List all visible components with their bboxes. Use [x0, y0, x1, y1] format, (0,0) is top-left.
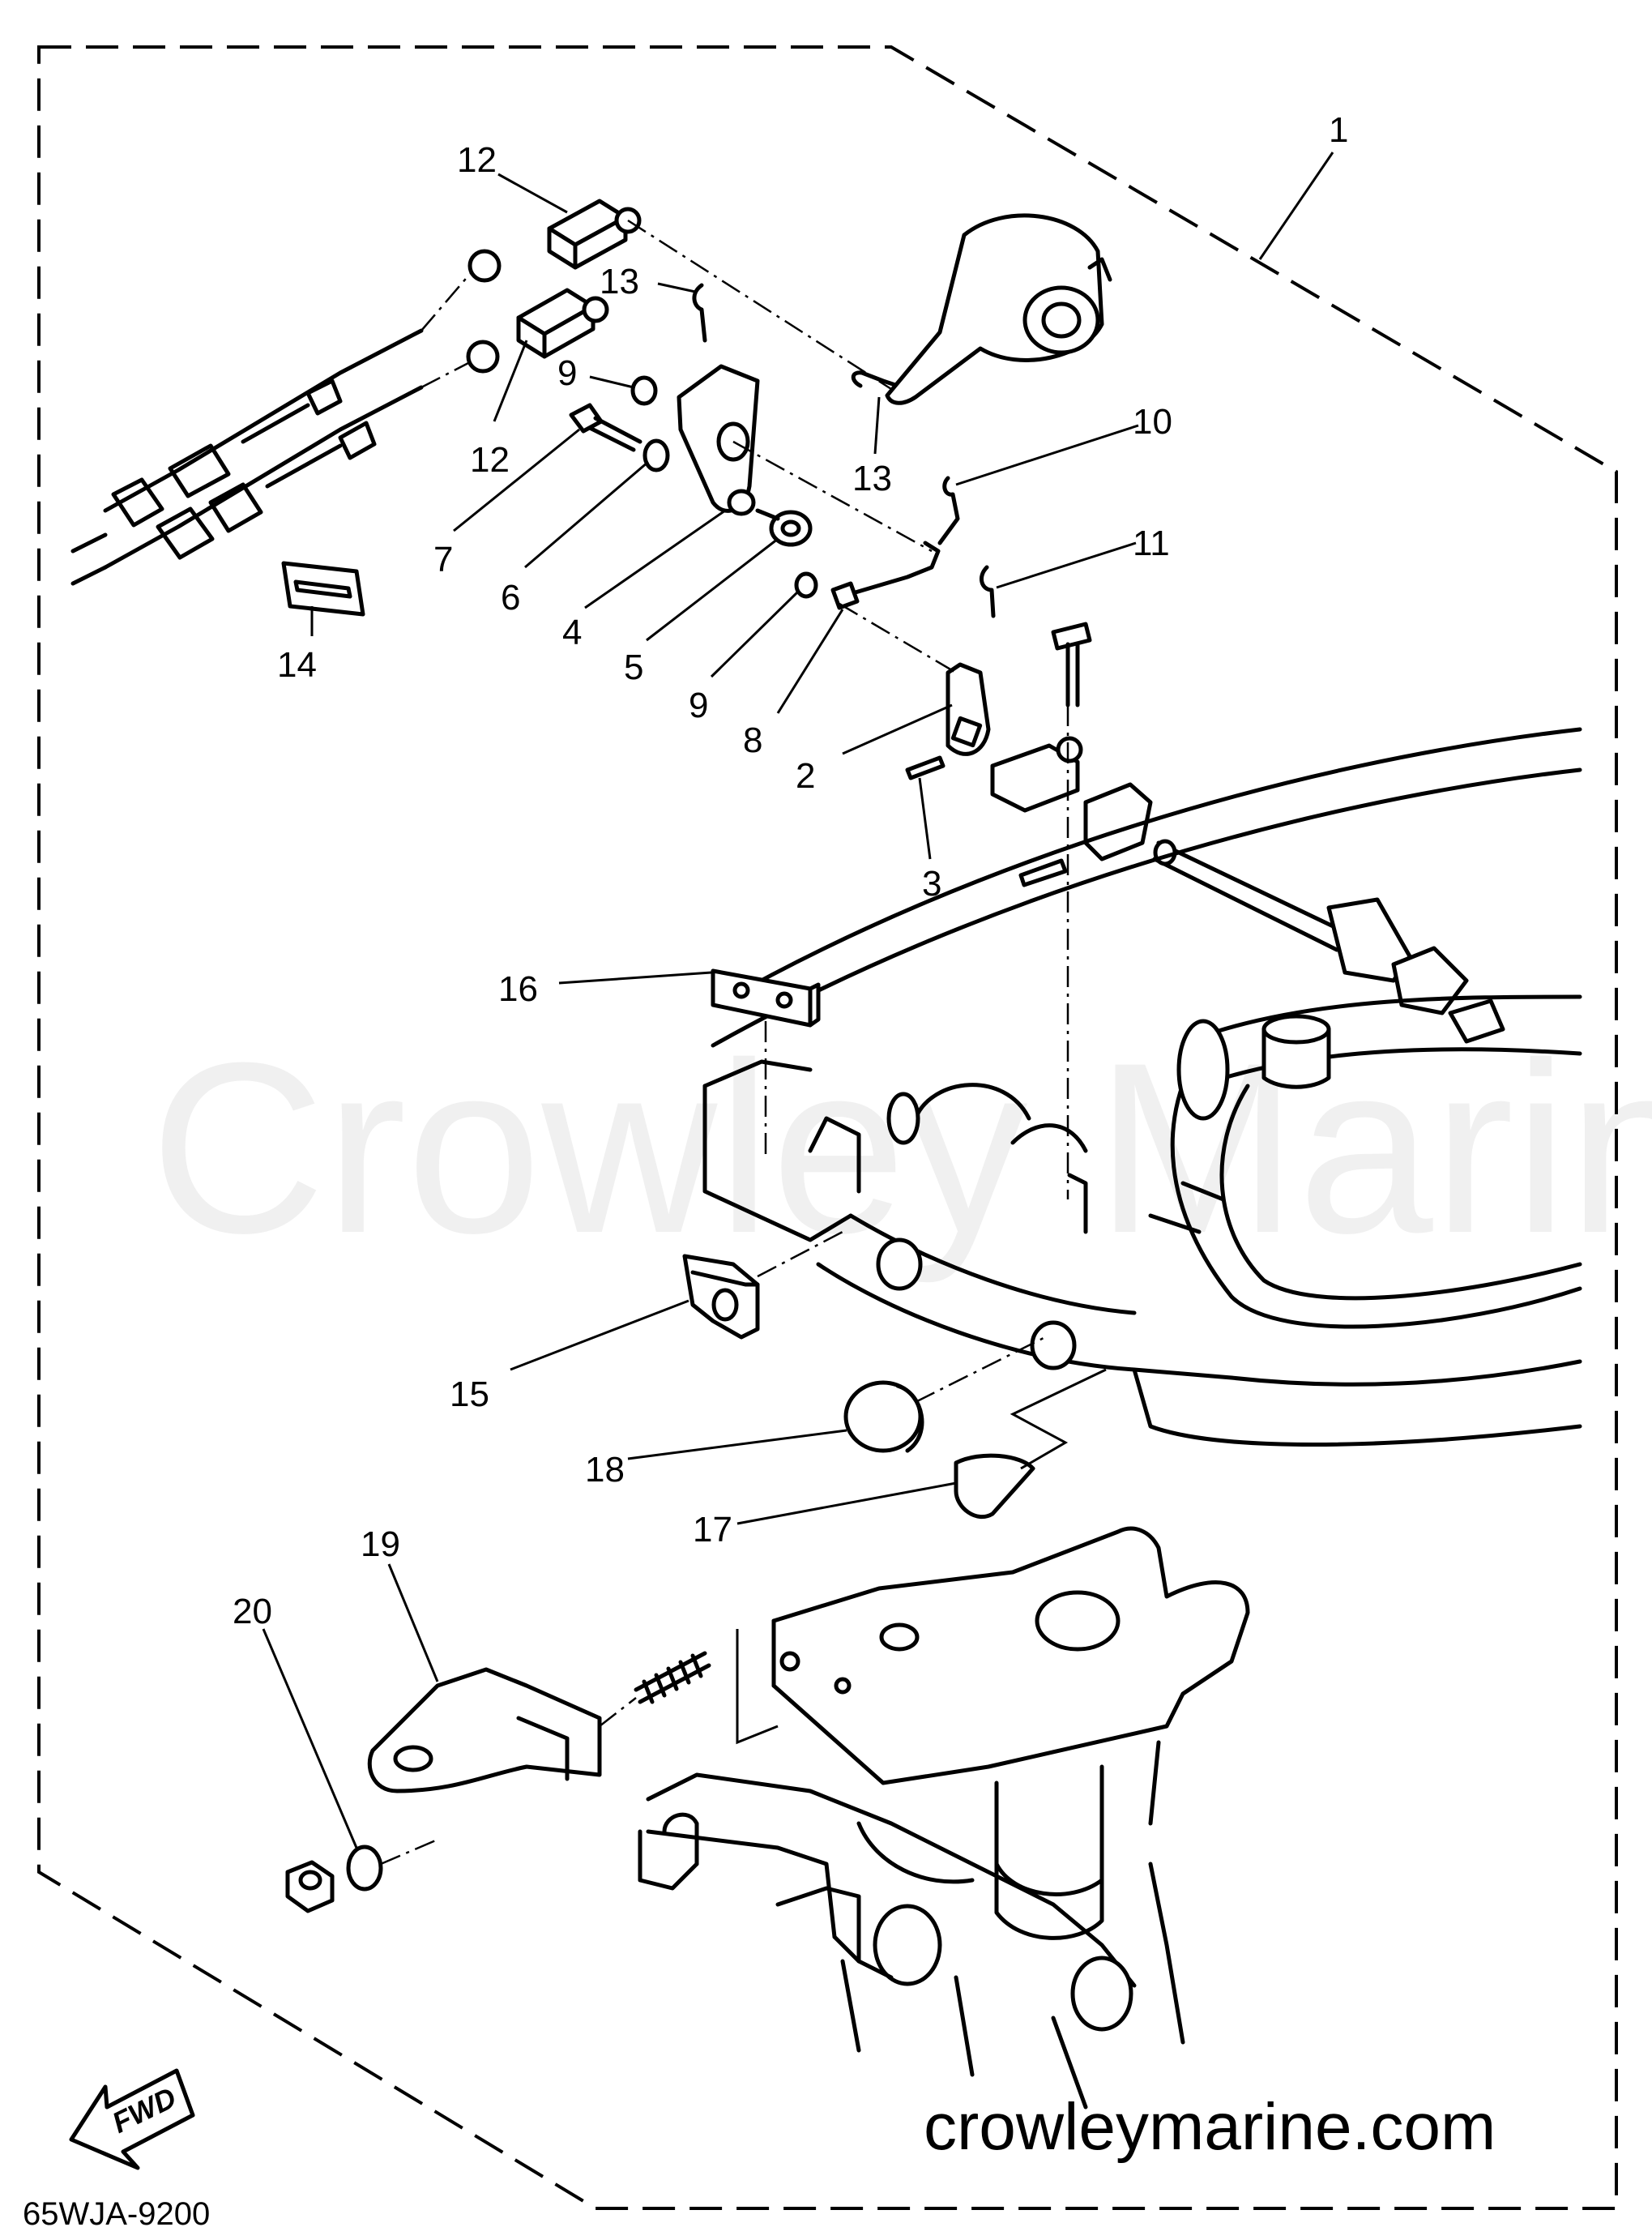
- swivel-bracket: [638, 1526, 1250, 2110]
- callout-17: 17: [693, 1510, 732, 1550]
- center-line: [1010, 1368, 1107, 1470]
- callout-3: 3: [922, 864, 941, 904]
- fwd-arrow-icon: FWD: [69, 2068, 195, 2170]
- callout-18: 18: [585, 1450, 625, 1490]
- center-line: [736, 1629, 779, 1745]
- center-line: [627, 219, 892, 391]
- center-line: [839, 602, 957, 674]
- bottom-cowling: [702, 727, 1582, 1447]
- link-rod-end: [830, 581, 860, 610]
- pin-3[interactable]: [905, 755, 946, 780]
- plug-18[interactable]: [843, 1380, 924, 1453]
- pin-11[interactable]: [979, 565, 996, 618]
- callout-4: 4: [562, 613, 582, 652]
- callout-11: 11: [1133, 524, 1170, 563]
- center-line: [915, 1336, 1046, 1404]
- center-line: [380, 1838, 438, 1866]
- cable-nut-upper[interactable]: [467, 249, 502, 283]
- callout-16: 16: [498, 969, 538, 1009]
- callout-12-upper: 12: [457, 140, 497, 180]
- callout-19: 19: [361, 1524, 400, 1564]
- center-line: [420, 361, 469, 389]
- grommet-15[interactable]: [682, 1254, 760, 1340]
- website-text: crowleymarine.com: [924, 2090, 1496, 2164]
- callout-6: 6: [501, 578, 520, 618]
- center-line: [599, 1697, 637, 1727]
- clip-13-lower[interactable]: [851, 370, 910, 391]
- grommet-17[interactable]: [954, 1453, 1035, 1520]
- washer-6[interactable]: [642, 438, 670, 472]
- callout-9-lower: 9: [689, 686, 708, 725]
- washer-9-lower[interactable]: [794, 571, 818, 599]
- plate-16[interactable]: [711, 968, 821, 1028]
- bracket-screw[interactable]: [1051, 622, 1092, 707]
- center-line: [732, 440, 933, 553]
- callout-7: 7: [433, 540, 453, 579]
- throttle-cables[interactable]: [70, 328, 424, 586]
- callout-10: 10: [1133, 402, 1172, 442]
- cable-joint-upper[interactable]: [547, 199, 642, 270]
- callout-9-upper: 9: [557, 353, 577, 393]
- link-rod-8[interactable]: [834, 541, 941, 601]
- throttle-cam[interactable]: [885, 213, 1112, 405]
- spring-19[interactable]: [634, 1651, 711, 1704]
- assembly-boundary: [37, 45, 1618, 2210]
- callout-1: 1: [1329, 110, 1348, 150]
- callout-labels: 1 2 3 4 5 6 7 8 9 9 10 11 12 12 13 13 14…: [233, 110, 1348, 1631]
- callout-15: 15: [450, 1374, 489, 1414]
- bolt-7[interactable]: [569, 403, 642, 452]
- callout-14: 14: [277, 645, 317, 685]
- washer-20[interactable]: [346, 1845, 383, 1892]
- center-line: [420, 273, 471, 331]
- callout-13-upper: 13: [600, 262, 639, 301]
- center-line: [757, 1230, 843, 1278]
- callout-8: 8: [743, 720, 762, 760]
- throttle-arm-2[interactable]: [946, 662, 991, 756]
- nut-20[interactable]: [285, 1860, 335, 1913]
- cable-nut-lower[interactable]: [466, 340, 500, 374]
- callout-13-lower: 13: [852, 459, 892, 498]
- clip-13-upper[interactable]: [692, 283, 707, 343]
- label-14[interactable]: [281, 561, 365, 617]
- shaft-bracket[interactable]: [990, 736, 1153, 887]
- callout-5: 5: [624, 648, 643, 687]
- collar-5[interactable]: [755, 508, 813, 547]
- diagram-code: 65WJA-9200: [23, 2196, 210, 2232]
- control-lever[interactable]: [677, 364, 760, 516]
- cable-joint-lower[interactable]: [516, 288, 609, 359]
- washer-9-upper[interactable]: [630, 375, 658, 406]
- callout-20: 20: [233, 1592, 272, 1631]
- leader-lines: [262, 152, 1334, 1849]
- callout-12-lower: 12: [470, 440, 510, 480]
- pin-10[interactable]: [937, 476, 960, 545]
- stop-bracket-19[interactable]: [367, 1667, 602, 1793]
- callout-2: 2: [796, 756, 815, 796]
